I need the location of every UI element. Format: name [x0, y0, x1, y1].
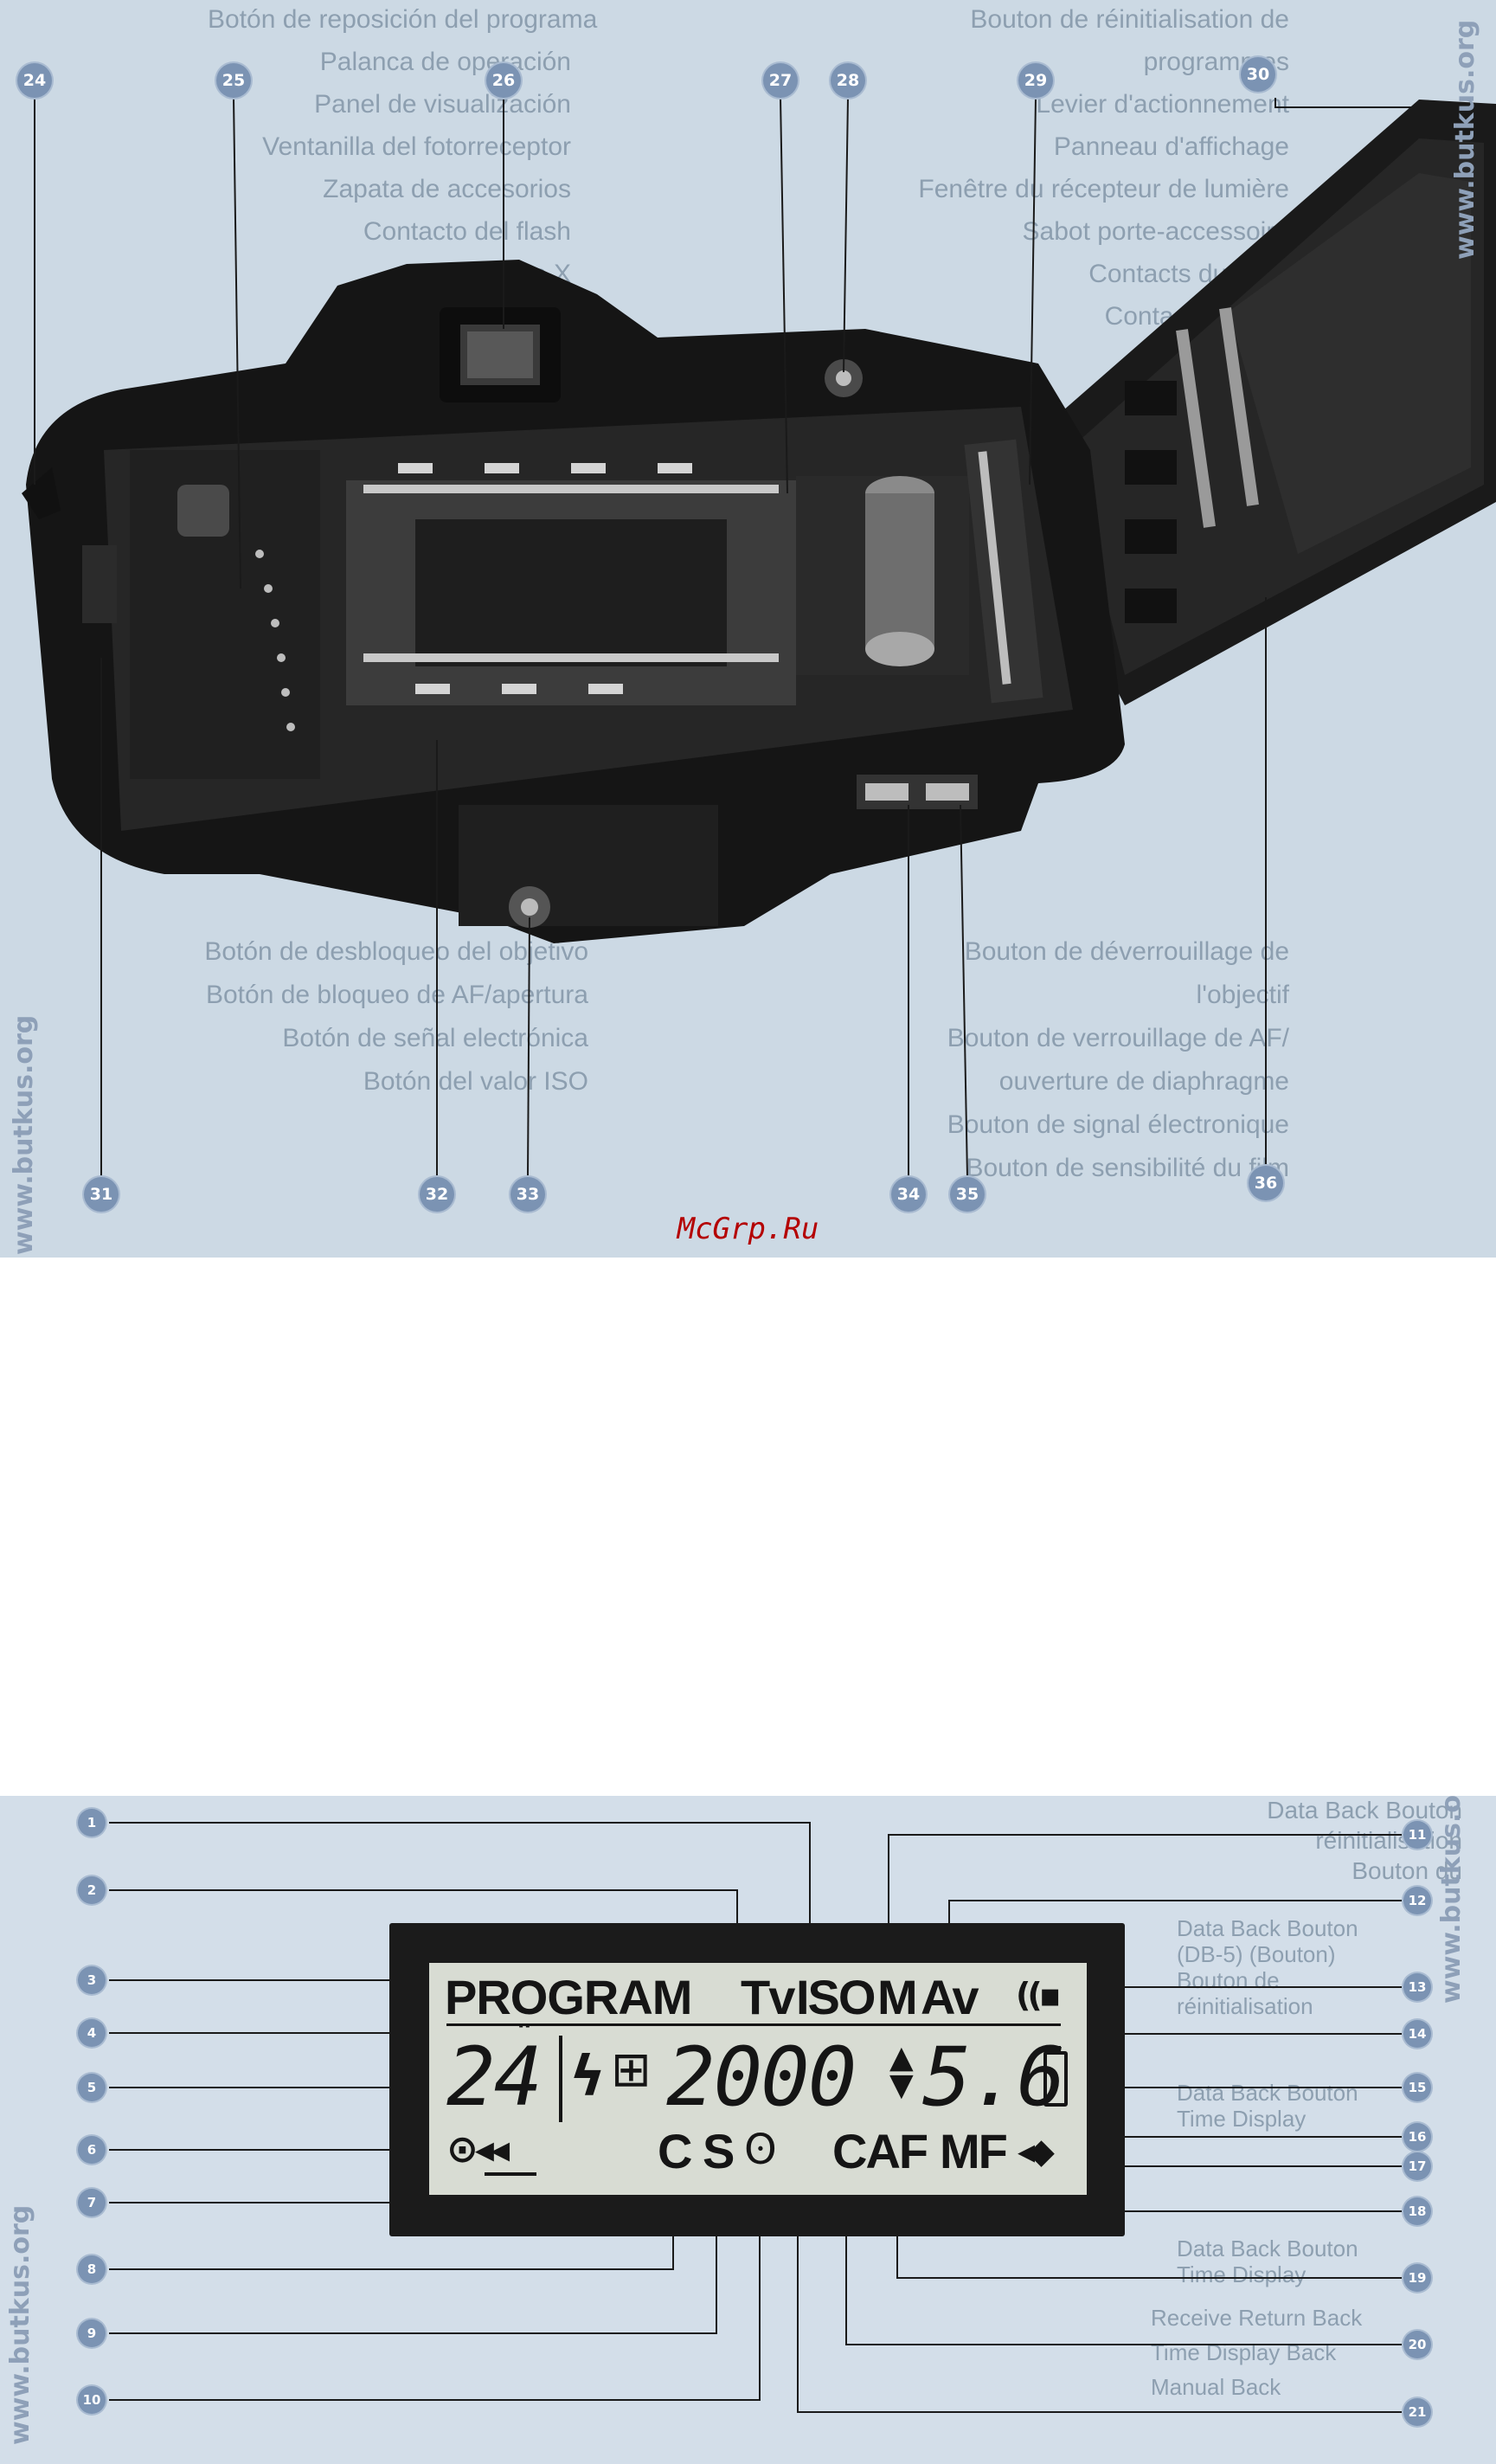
exposure-compensation-icon: ⊞ — [611, 2042, 652, 2098]
camera-back-diagram-panel: Botón de reposición del programa Palanca… — [0, 0, 1496, 1258]
callout-31: 31 — [84, 1177, 119, 1212]
callout-18: 18 — [1403, 2197, 1431, 2225]
ghost-text-right-lower-4: Bouton de signal électronique — [947, 1110, 1289, 1139]
callout-10: 10 — [78, 2386, 106, 2414]
callout-20: 20 — [1403, 2331, 1431, 2358]
ghost-text-right-10: Manual Back — [1151, 2374, 1281, 2400]
ghost-text-left-lower-1: Botón de bloqueo de AF/apertura — [205, 981, 588, 1009]
callout-11: 11 — [1403, 1821, 1431, 1849]
callout-13: 13 — [1403, 1973, 1431, 2001]
lcd-aperture: 5.6 — [922, 2030, 1066, 2125]
ghost-text-right-7: Time Display — [1177, 2261, 1307, 2287]
ghost-text-right-5: Time Display — [1177, 2106, 1307, 2132]
callout-12: 12 — [1403, 1887, 1431, 1914]
callout-35: 35 — [950, 1177, 985, 1212]
lcd-mf-label: MF — [940, 2124, 1008, 2178]
ghost-text-right-2: Levier d'actionnement — [1036, 90, 1289, 119]
callout-6: 6 — [78, 2136, 106, 2164]
ghost-text-top-right-2: Bouton du — [1352, 1857, 1462, 1884]
ghost-text-right-3: réinitialisation — [1177, 1993, 1313, 2019]
lcd-frame-counter: 24 — [446, 2030, 543, 2125]
lcd-shutter-speed: 2000 — [666, 2030, 857, 2125]
callout-28: 28 — [831, 63, 865, 98]
callout-2: 2 — [78, 1876, 106, 1904]
callout-3: 3 — [78, 1966, 106, 1994]
callout-5: 5 — [78, 2074, 106, 2101]
callout-9: 9 — [78, 2319, 106, 2347]
ghost-text-left-lower-3: Botón del valor ISO — [363, 1067, 588, 1096]
callout-14: 14 — [1403, 2020, 1431, 2048]
ghost-text-right-lower-0: Bouton de déverrouillage de — [964, 937, 1289, 966]
flash-icon: ϟ — [569, 2045, 607, 2109]
ghost-text-top-right-1: réinitialisation — [1315, 1827, 1462, 1854]
ghost-text-right-1: (DB-5) (Bouton) — [1177, 1941, 1336, 1967]
ghost-text-left-3: Ventanilla del fotorreceptor — [262, 132, 571, 161]
callout-26: 26 — [486, 63, 521, 98]
ghost-text-right-6: Data Back Bouton — [1177, 2236, 1358, 2261]
cable-release-icon: ((▪ — [1016, 1976, 1061, 2014]
ghost-text-left-0: Botón de reposición del programa — [208, 5, 598, 34]
callout-36: 36 — [1249, 1166, 1283, 1200]
film-rewind-icon: ⊙◂◂ — [446, 2127, 510, 2171]
callout-15: 15 — [1403, 2074, 1431, 2101]
ghost-text-right-5: Sabot porte-accessoire — [1022, 217, 1290, 246]
callout-4: 4 — [78, 2019, 106, 2047]
ghost-text-right-lower-5: Bouton de sensibilité du film — [966, 1154, 1289, 1182]
ghost-text-right-3: Panneau d'affichage — [1053, 132, 1289, 161]
callout-16: 16 — [1403, 2123, 1431, 2151]
lcd-m-label: M — [877, 1970, 918, 2024]
camera-back-illustration — [22, 97, 1496, 1178]
callout-34: 34 — [891, 1177, 926, 1212]
callout-25: 25 — [216, 63, 251, 98]
callout-30: 30 — [1241, 57, 1275, 92]
callout-19: 19 — [1403, 2264, 1431, 2292]
ghost-text-right-4: Data Back Bouton — [1177, 2080, 1358, 2106]
ghost-text-right-lower-3: ouverture de diaphragme — [998, 1067, 1289, 1096]
up-down-arrow-icon: ▲▼ — [889, 2040, 914, 2104]
focus-arrow-icon: ◂◆ — [1018, 2132, 1055, 2171]
ghost-text-left-1: Palanca de operación — [319, 48, 571, 76]
lcd-drive-c-label: C — [658, 2124, 693, 2178]
ghost-text-right-8: Receive Return Back — [1151, 2305, 1363, 2331]
callout-7: 7 — [78, 2189, 106, 2216]
lcd-drive-s-label: S — [703, 2124, 735, 2178]
ghost-text-right-4: Fenêtre du récepteur de lumière — [918, 175, 1289, 203]
callout-29: 29 — [1018, 63, 1053, 98]
door-pressure-plate — [1229, 173, 1471, 554]
lcd-program-label: PROGRAM — [445, 1970, 692, 2024]
callout-21: 21 — [1403, 2398, 1431, 2426]
callout-27: 27 — [763, 63, 798, 98]
callout-24: 24 — [17, 63, 52, 98]
battery-icon — [1043, 2046, 1068, 2107]
ghost-text-left-4: Zapata de accesorios — [323, 175, 571, 203]
ghost-text-right-0: Bouton de réinitialisation de — [970, 5, 1289, 34]
ghost-text-right-0: Data Back Bouton — [1177, 1915, 1358, 1941]
callout-1: 1 — [78, 1809, 106, 1837]
ghost-text-left-lower-2: Botón de señal electrónica — [282, 1024, 588, 1052]
ghost-text-top-right-0: Data Back Bouton — [1267, 1797, 1462, 1824]
lcd-tv-label: Tv — [741, 1970, 795, 2024]
callout-8: 8 — [78, 2255, 106, 2283]
credit-text: McGrp.Ru — [677, 1212, 819, 1246]
ghost-text-right-lower-1: l'objectif — [1196, 981, 1289, 1009]
lcd-iso-label: ISO — [796, 1970, 876, 2024]
callout-17: 17 — [1403, 2152, 1431, 2180]
self-timer-icon: ʘ — [744, 2126, 777, 2174]
ghost-text-left-2: Panel de visualización — [314, 90, 571, 119]
callout-33: 33 — [510, 1177, 545, 1212]
ghost-text-right-lower-2: Bouton de verrouillage de AF/ — [947, 1024, 1289, 1052]
frame-counter-tick-icon: ¨ — [516, 2019, 533, 2059]
callout-32: 32 — [420, 1177, 454, 1212]
lcd-av-label: Av — [921, 1970, 979, 2024]
ghost-text-left-lower-0: Botón de desbloqueo del objetivo — [204, 937, 588, 966]
lcd-screen: PROGRAM Tv ISO M Av ((▪ 24 ¨ ϟ ⊞ 2000 ▲▼… — [429, 1963, 1087, 2195]
ghost-text-left-5: Contacto del flash — [363, 217, 571, 246]
lcd-caf-label: CAF — [832, 2124, 928, 2178]
